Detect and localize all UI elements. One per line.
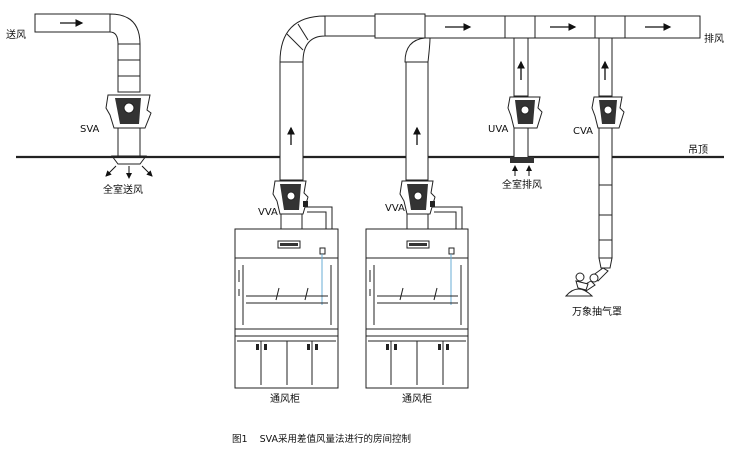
sva-valve-icon xyxy=(105,94,152,129)
label-exhaust-air: 排风 xyxy=(704,32,724,45)
hood1-riser-duct xyxy=(279,61,304,181)
label-cva: CVA xyxy=(573,126,593,137)
label-fume-hood-1: 通风柜 xyxy=(270,392,300,405)
label-vva-1: VVA xyxy=(258,207,278,218)
label-ceiling: 吊顶 xyxy=(688,144,708,156)
cva-valve-icon xyxy=(591,96,625,129)
universal-hood-icon xyxy=(564,257,613,297)
label-room-supply: 全室送风 xyxy=(103,183,143,196)
label-supply-air: 送风 xyxy=(6,28,26,41)
supply-duct xyxy=(34,13,147,165)
label-sva: SVA xyxy=(80,124,100,135)
figure-caption: 图1 SVA采用差值风量法进行的房间控制 xyxy=(232,433,411,445)
hood2-riser-duct xyxy=(405,61,429,181)
fume-hood-2 xyxy=(365,180,469,389)
label-vva-2: VVA xyxy=(385,203,405,214)
label-uva: UVA xyxy=(488,124,509,135)
label-universal-hood: 万象抽气罩 xyxy=(572,305,622,318)
fume-hood-1 xyxy=(234,180,339,389)
label-room-exhaust: 全室排风 xyxy=(502,178,542,191)
vva-valve-icon xyxy=(272,180,309,215)
label-fume-hood-2: 通风柜 xyxy=(402,392,432,405)
uva-valve-icon xyxy=(507,96,543,129)
room-supply-arrows xyxy=(105,165,153,179)
vva-valve-icon xyxy=(399,180,436,215)
cva-branch-duct xyxy=(598,37,613,259)
exhaust-duct xyxy=(279,13,701,63)
